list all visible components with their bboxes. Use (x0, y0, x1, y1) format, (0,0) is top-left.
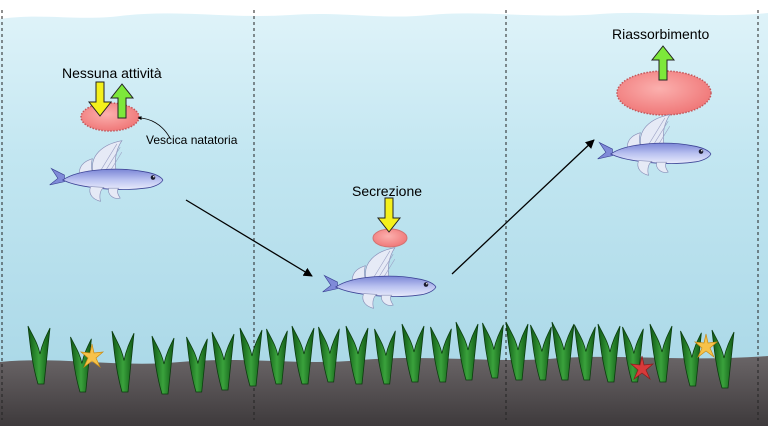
movement-arrow (451, 139, 595, 275)
label-no-activity: Nessuna attività (62, 65, 162, 81)
arrow-down-icon (376, 197, 402, 233)
swim-bladder-icon (616, 70, 712, 116)
movement-arrow (185, 199, 313, 277)
arrow-up-icon (109, 83, 135, 119)
starfish-icon (79, 343, 105, 369)
swim-bladder-icon (372, 228, 408, 248)
swim-bladder-icon (80, 102, 140, 132)
label-swim-bladder: Vescica natatoria (146, 133, 238, 147)
label-pointer (137, 116, 171, 139)
label-secretion: Secrezione (352, 183, 423, 199)
arrow-up-icon (650, 45, 676, 81)
starfish-icon (693, 333, 719, 359)
arrow-down-icon (87, 81, 113, 117)
starfish-icon (629, 355, 655, 381)
label-reabsorption: Riassorbimento (612, 26, 710, 42)
water-surface (0, 10, 768, 19)
